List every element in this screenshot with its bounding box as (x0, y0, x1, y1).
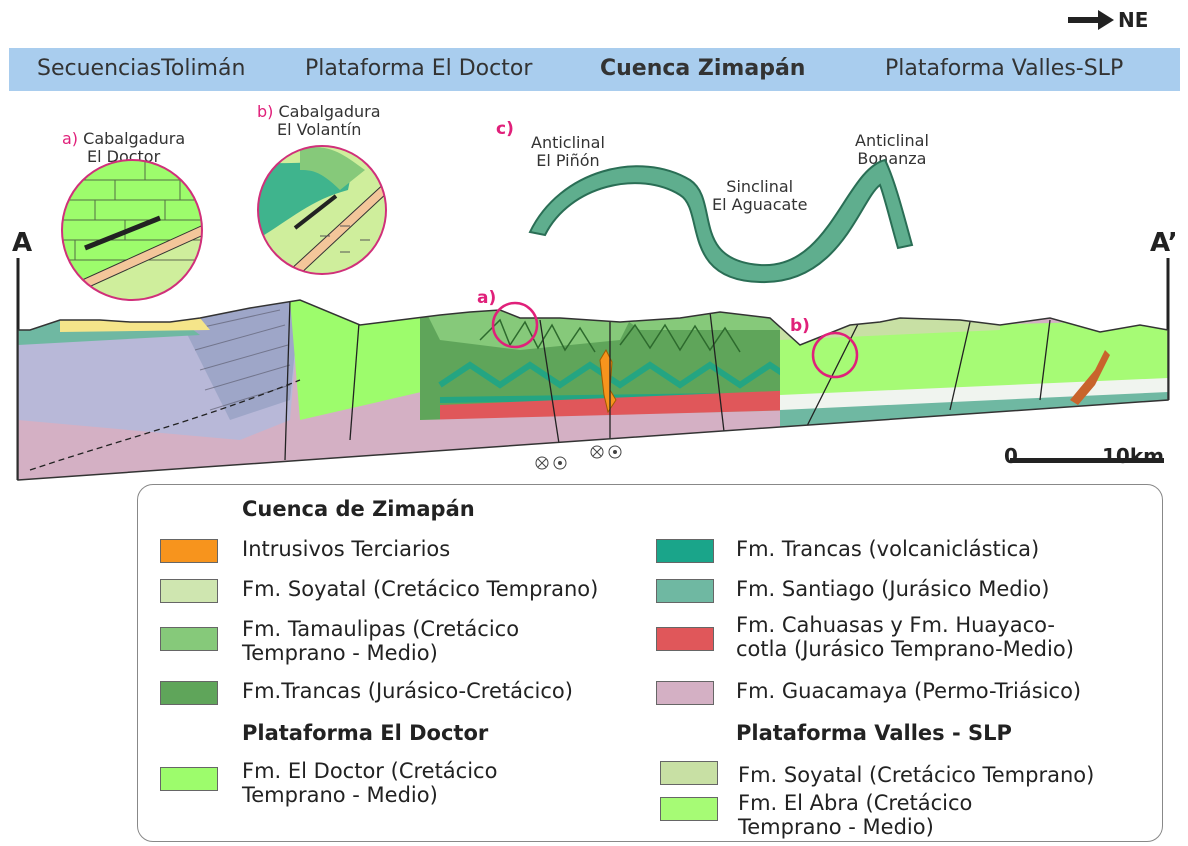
inset-a-circle (60, 158, 210, 308)
swatch-santiago (656, 579, 714, 603)
legend-heading-valles: Plataforma Valles - SLP (736, 721, 1012, 745)
cross-section-diagram (0, 0, 1188, 484)
swatch-guacamaya (656, 681, 714, 705)
legend-trancas-volc: Fm. Trancas (volcaniclástica) (736, 537, 1039, 561)
swatch-soyatal (160, 579, 218, 603)
fold-ribbon (530, 160, 912, 282)
swatch-el-doctor (160, 767, 218, 791)
legend-soyatal: Fm. Soyatal (Cretácico Temprano) (242, 577, 598, 601)
strike-slip-symbols (536, 446, 621, 469)
swatch-tamaulipas (160, 627, 218, 651)
legend: Cuenca de Zimapán Intrusivos Terciarios … (137, 484, 1163, 842)
swatch-cahuasas (656, 627, 714, 651)
legend-santiago: Fm. Santiago (Jurásico Medio) (736, 577, 1049, 601)
scale-max: 10km (1102, 444, 1164, 468)
swatch-el-abra (660, 797, 718, 821)
legend-heading-zimapan: Cuenca de Zimapán (242, 497, 475, 521)
marker-a-label: a) (477, 288, 496, 308)
marker-b-label: b) (790, 316, 810, 336)
swatch-soyatal-vs (660, 761, 718, 785)
legend-cahuasas: Fm. Cahuasas y Fm. Huayaco-cotla (Jurási… (736, 613, 1074, 661)
legend-guacamaya: Fm. Guacamaya (Permo-Triásico) (736, 679, 1081, 703)
legend-heading-doctor: Plataforma El Doctor (242, 721, 488, 745)
swatch-trancas-jk (160, 681, 218, 705)
legend-intrusivos: Intrusivos Terciarios (242, 537, 450, 561)
legend-soyatal-vs: Fm. Soyatal (Cretácico Temprano) (738, 763, 1094, 787)
scale-zero: 0 (1004, 444, 1018, 468)
inset-b-circle (256, 146, 388, 276)
legend-trancas-jk: Fm.Trancas (Jurásico-Cretácico) (242, 679, 573, 703)
swatch-intrusivos (160, 539, 218, 563)
swatch-trancas-volc (656, 539, 714, 563)
